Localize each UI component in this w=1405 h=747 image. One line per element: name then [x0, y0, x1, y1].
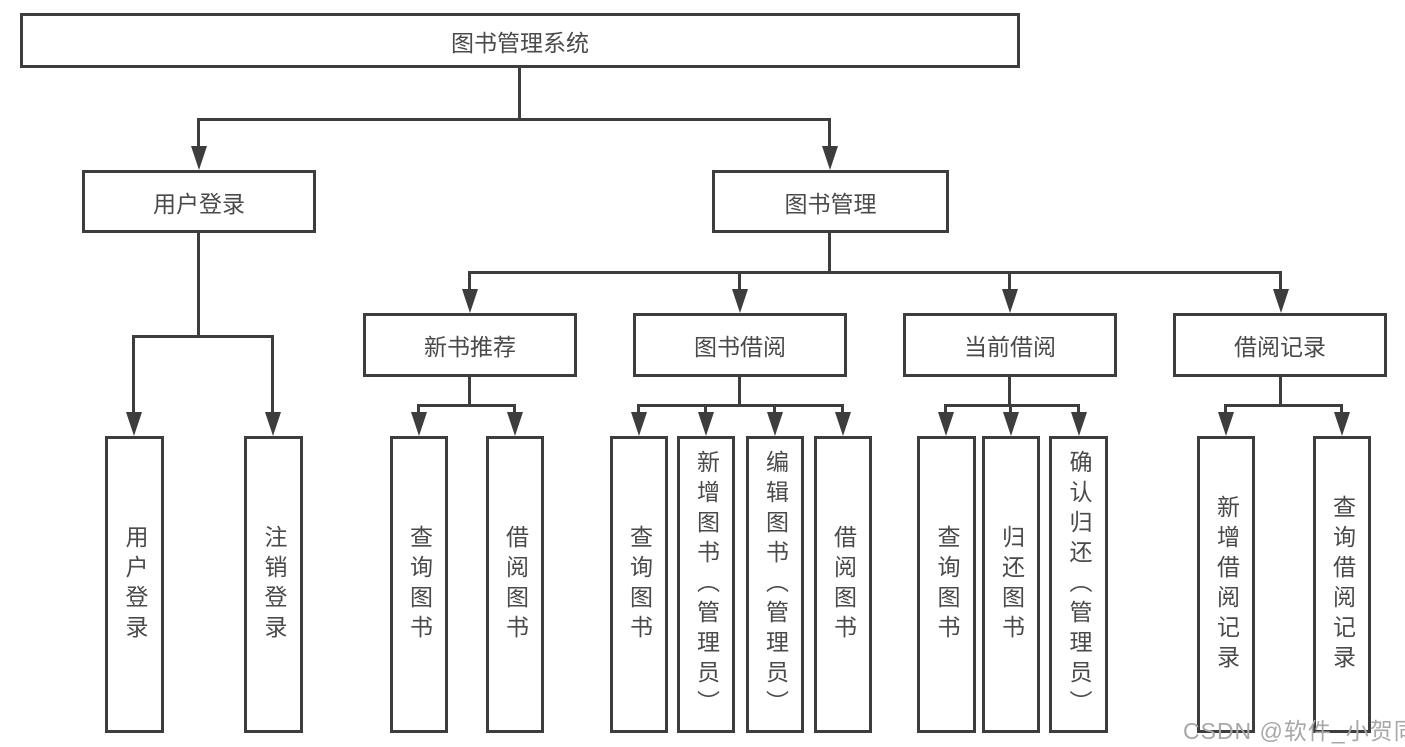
arrowhead-to-confirm-return — [1071, 412, 1087, 436]
leaf-borrow-books: 借阅图书 — [814, 436, 872, 733]
connector-mgmt-stem — [828, 233, 831, 273]
node-book-borrow-label: 图书借阅 — [694, 334, 786, 360]
connector-root-right-drop — [828, 118, 831, 150]
leaf-recommend-borrow-books-label: 借阅图书 — [502, 524, 529, 645]
arrowhead-to-borrow-books — [835, 412, 851, 436]
node-book-management-label: 图书管理 — [784, 190, 877, 217]
leaf-return-books: 归还图书 — [982, 436, 1040, 733]
connector-bookborrow-drop-4 — [841, 404, 844, 418]
connector-recommend-stem — [468, 377, 471, 406]
leaf-user-login: 用户登录 — [105, 436, 164, 733]
leaf-borrow-query-books: 查询图书 — [610, 436, 668, 733]
arrowhead-to-current-query — [938, 412, 954, 436]
node-current-borrow: 当前借阅 — [903, 313, 1117, 377]
leaf-current-query-books: 查询图书 — [917, 436, 976, 733]
connector-current-drop-2 — [1009, 404, 1012, 418]
arrowhead-to-user-login — [191, 146, 207, 170]
leaf-logout-label: 注销登录 — [261, 524, 287, 645]
connector-current-branch — [944, 404, 1080, 407]
node-new-book-recommend-label: 新书推荐 — [424, 334, 516, 360]
arrowhead-to-borrow-query — [631, 412, 647, 436]
arrowhead-to-leaf-user-login — [126, 412, 142, 436]
connector-mgmt-drop-4 — [1279, 271, 1282, 293]
leaf-query-borrow-record-label: 查询借阅记录 — [1329, 494, 1356, 675]
connector-current-drop-3 — [1077, 404, 1080, 418]
connector-records-branch — [1224, 404, 1342, 407]
leaf-add-books-admin: 新增图书（管理员） — [677, 436, 735, 733]
leaf-borrow-query-books-label: 查询图书 — [626, 524, 653, 645]
connector-records-stem — [1279, 377, 1282, 406]
arrowhead-to-recommend-borrow — [507, 412, 523, 436]
leaf-recommend-query-books-label: 查询图书 — [406, 524, 433, 645]
leaf-edit-books-admin-label: 编辑图书（管理员） — [762, 449, 789, 720]
connector-root-branch — [197, 118, 831, 121]
connector-current-drop-1 — [944, 404, 947, 418]
leaf-current-query-books-label: 查询图书 — [934, 524, 960, 645]
connector-bookborrow-drop-2 — [704, 404, 707, 418]
arrowhead-to-add-record — [1218, 412, 1234, 436]
leaf-edit-books-admin: 编辑图书（管理员） — [746, 436, 804, 733]
leaf-borrow-books-label: 借阅图书 — [830, 524, 857, 645]
node-book-borrow: 图书借阅 — [633, 313, 847, 377]
connector-recommend-drop-2 — [513, 404, 516, 418]
leaf-query-borrow-record: 查询借阅记录 — [1313, 436, 1371, 733]
arrowhead-to-borrow-records — [1273, 289, 1289, 313]
csdn-watermark: CSDN @软件_小贺同学 — [1183, 718, 1405, 744]
leaf-user-login-label: 用户登录 — [122, 524, 148, 645]
connector-bookborrow-drop-3 — [773, 404, 776, 418]
connector-root-stem — [518, 68, 521, 118]
leaf-recommend-borrow-books: 借阅图书 — [486, 436, 544, 733]
connector-current-stem — [1008, 377, 1011, 406]
node-borrow-records-label: 借阅记录 — [1234, 334, 1326, 360]
node-root: 图书管理系统 — [20, 13, 1020, 68]
connector-mgmt-drop-3 — [1008, 271, 1011, 293]
node-current-borrow-label: 当前借阅 — [964, 334, 1056, 360]
connector-bookborrow-stem — [738, 377, 741, 406]
connector-user-drop-2 — [271, 335, 274, 415]
connector-bookborrow-branch — [637, 404, 844, 407]
connector-user-stem — [197, 233, 200, 337]
leaf-logout: 注销登录 — [244, 436, 303, 733]
arrowhead-to-current-borrow — [1002, 289, 1018, 313]
connector-recommend-drop-1 — [417, 404, 420, 418]
connector-mgmt-branch — [468, 271, 1282, 274]
arrowhead-to-leaf-logout — [265, 412, 281, 436]
arrowhead-to-edit-books — [767, 412, 783, 436]
connector-bookborrow-drop-1 — [637, 404, 640, 418]
connector-recommend-branch — [417, 404, 516, 407]
node-user-login-label: 用户登录 — [153, 190, 245, 217]
arrowhead-to-return-books — [1003, 412, 1019, 436]
arrowhead-to-book-management — [822, 146, 838, 170]
connector-mgmt-drop-2 — [738, 271, 741, 293]
connector-mgmt-drop-1 — [468, 271, 471, 293]
node-borrow-records: 借阅记录 — [1173, 313, 1387, 377]
node-book-management: 图书管理 — [712, 170, 949, 233]
node-root-label: 图书管理系统 — [451, 29, 589, 56]
leaf-confirm-return-admin-label: 确认归还（管理员） — [1066, 449, 1092, 720]
leaf-confirm-return-admin: 确认归还（管理员） — [1049, 436, 1108, 733]
arrowhead-to-book-borrow — [732, 289, 748, 313]
arrowhead-to-new-book-recommend — [462, 289, 478, 313]
node-new-book-recommend: 新书推荐 — [363, 313, 577, 377]
connector-user-drop-1 — [132, 335, 135, 415]
connector-user-branch — [132, 335, 274, 338]
arrowhead-to-recommend-query — [411, 412, 427, 436]
leaf-add-borrow-record-label: 新增借阅记录 — [1213, 494, 1240, 675]
leaf-recommend-query-books: 查询图书 — [390, 436, 448, 733]
leaf-return-books-label: 归还图书 — [998, 524, 1025, 645]
arrowhead-to-query-record — [1334, 412, 1350, 436]
connector-root-left-drop — [197, 118, 200, 150]
connector-records-drop-2 — [1340, 404, 1343, 418]
leaf-add-borrow-record: 新增借阅记录 — [1197, 436, 1255, 733]
leaf-add-books-admin-label: 新增图书（管理员） — [693, 449, 720, 720]
node-user-login: 用户登录 — [82, 170, 316, 233]
arrowhead-to-add-books — [698, 412, 714, 436]
connector-records-drop-1 — [1224, 404, 1227, 418]
